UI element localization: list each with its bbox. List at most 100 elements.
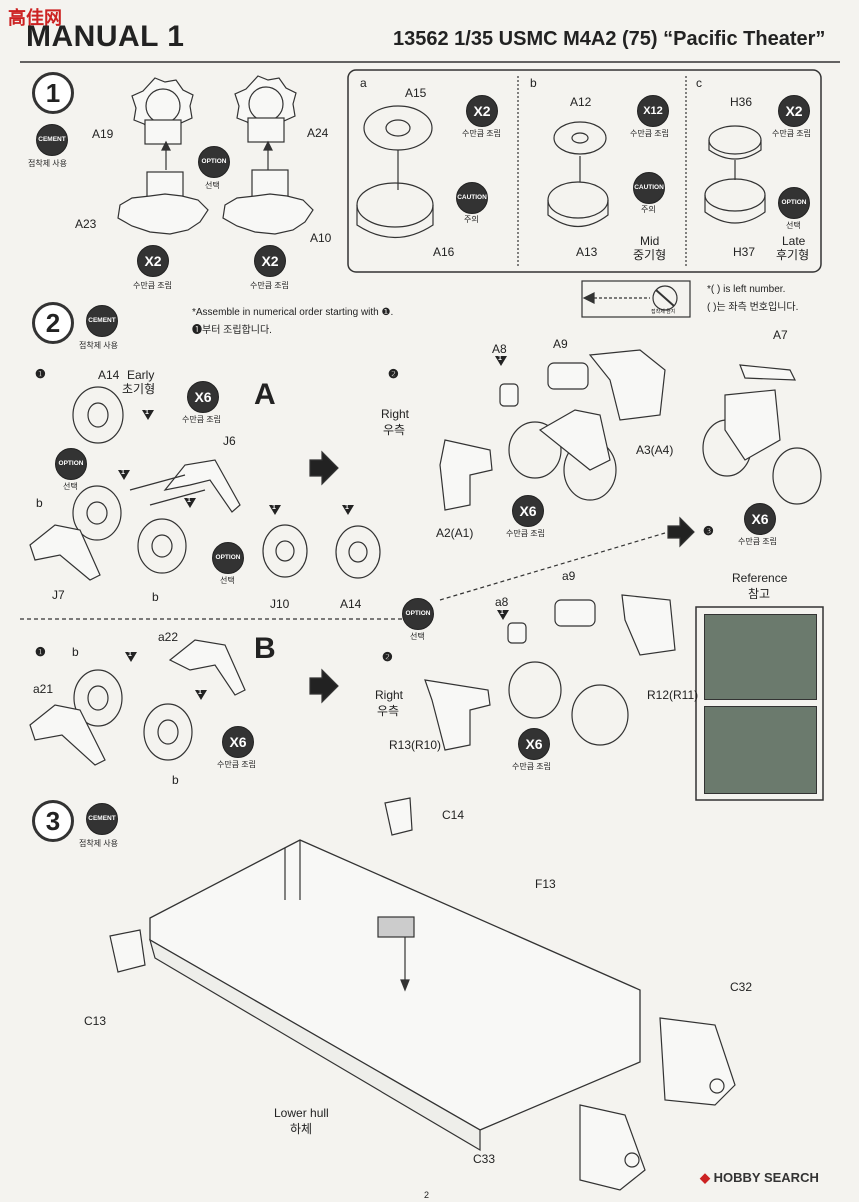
qty-x12-icon: X12 xyxy=(637,95,669,127)
right-kor-label: 우측 xyxy=(377,704,400,718)
option-label: 선택 xyxy=(205,181,220,190)
mid-kor-label: 중기형 xyxy=(633,248,667,262)
part-a14: A14 xyxy=(340,597,362,611)
order-marker-icon: 1 xyxy=(342,504,354,515)
right-kor-label: 우측 xyxy=(383,423,406,437)
order-marker-icon: 1 xyxy=(125,651,137,662)
reference-label: Reference xyxy=(732,571,788,585)
part-a22: a22 xyxy=(158,630,179,644)
sub-c-marker: c xyxy=(696,76,702,90)
substep-1: ❶ xyxy=(35,645,46,659)
part-r13-r10: R13(R10) xyxy=(389,738,442,752)
part-a10: A10 xyxy=(310,231,332,245)
qty-x6-icon: X6 xyxy=(518,728,550,760)
part-a19: A19 xyxy=(92,127,114,141)
option-label: 선택 xyxy=(410,632,425,641)
part-r12-r11: R12(R11) xyxy=(647,688,699,702)
step-2-number: 2 xyxy=(32,302,74,344)
sub-a-marker: a xyxy=(360,76,367,90)
option-icon: OPTION xyxy=(55,448,87,480)
part-a15: A15 xyxy=(405,86,427,100)
qty-label: 수만큼 조립 xyxy=(506,529,546,538)
part-h36: H36 xyxy=(730,95,753,109)
option-label: 선택 xyxy=(786,221,801,230)
option-label: 선택 xyxy=(220,576,235,585)
qty-x6-icon: X6 xyxy=(222,726,254,758)
page-number: 2 xyxy=(424,1190,430,1200)
part-c33: C33 xyxy=(473,1152,496,1166)
part-a12: A12 xyxy=(570,95,592,109)
part-a9: A9 xyxy=(553,337,568,351)
part-j7: J7 xyxy=(52,588,65,602)
part-a23: A23 xyxy=(75,217,97,231)
mid-label: Mid xyxy=(640,234,660,248)
cement-icon: CEMENT xyxy=(86,305,118,337)
qty-label: 수만큼 조립 xyxy=(182,415,222,424)
order-marker-icon: 1 xyxy=(495,355,507,366)
reference-photo-1 xyxy=(704,614,817,700)
part-a13: A13 xyxy=(576,245,598,259)
qty-label: 수만큼 조립 xyxy=(462,129,502,138)
step-3-number: 3 xyxy=(32,800,74,842)
order-marker-icon: 1 xyxy=(269,504,281,515)
to-step-3: ❸ xyxy=(703,524,714,538)
sprocket-a10 xyxy=(222,169,314,235)
option-icon: OPTION xyxy=(402,598,434,630)
qty-label: 수만큼 조립 xyxy=(133,281,173,290)
b-marker: b xyxy=(152,590,159,604)
option-label: 선택 xyxy=(63,482,78,491)
no-cement-label: 접착제 금지 xyxy=(651,309,676,315)
sprocket-a23 xyxy=(117,171,209,235)
b-marker: b xyxy=(36,496,43,510)
substep-2: ❷ xyxy=(382,650,393,664)
part-j10: J10 xyxy=(270,597,290,611)
part-a16: A16 xyxy=(433,245,455,259)
order-marker-icon: 1 xyxy=(184,497,196,508)
caution-icon: CAUTION xyxy=(633,172,665,204)
substep-1: ❶ xyxy=(35,367,46,381)
qty-x2-icon: X2 xyxy=(778,95,810,127)
order-marker-icon: 1 xyxy=(142,409,154,420)
option-icon: OPTION xyxy=(198,146,230,178)
b-marker: b xyxy=(72,645,79,659)
part-a9-b: a9 xyxy=(562,569,576,583)
early-label: Early xyxy=(127,368,155,382)
late-label: Late xyxy=(782,234,806,248)
caution-label: 주의 xyxy=(464,215,479,224)
watermark-text: HOBBY SEARCH xyxy=(713,1170,819,1185)
qty-label: 수만큼 조립 xyxy=(512,762,552,771)
sprocket-a24 xyxy=(234,75,297,143)
cement-label: 접착제 사용 xyxy=(79,839,119,848)
sprocket-a19 xyxy=(131,77,194,145)
order-marker-icon: 1 xyxy=(118,469,130,480)
order-marker-icon: 1 xyxy=(195,689,207,700)
part-a2-a1: A2(A1) xyxy=(436,526,474,540)
qty-x6-icon: X6 xyxy=(187,381,219,413)
part-c13: C13 xyxy=(84,1014,107,1028)
manual-title: MANUAL 1 xyxy=(26,20,185,53)
option-icon: OPTION xyxy=(778,187,810,219)
caution-icon: CAUTION xyxy=(456,182,488,214)
b-marker: b xyxy=(172,773,179,787)
part-c32: C32 xyxy=(730,980,753,994)
reference-kor-label: 참고 xyxy=(748,587,771,601)
variant-b-label: B xyxy=(254,632,276,665)
caution-label: 주의 xyxy=(641,205,656,214)
left-number-note: *( ) is left number. xyxy=(707,284,786,295)
early-kor-label: 초기형 xyxy=(122,382,156,396)
sub-b-marker: b xyxy=(530,76,537,90)
part-a14: A14 xyxy=(98,368,120,382)
part-h37: H37 xyxy=(733,245,756,259)
qty-x2-icon: X2 xyxy=(254,245,286,277)
qty-label: 수만큼 조립 xyxy=(630,129,670,138)
step-1-number: 1 xyxy=(32,72,74,114)
qty-label: 수만큼 조립 xyxy=(772,129,812,138)
reference-photo-2 xyxy=(704,706,817,794)
option-icon: OPTION xyxy=(212,542,244,574)
product-title: 13562 1/35 USMC M4A2 (75) “Pacific Theat… xyxy=(393,28,826,50)
order-note-kor: ❶부터 조립합니다. xyxy=(192,325,272,336)
cement-label: 접착제 사용 xyxy=(28,159,68,168)
substep-2: ❷ xyxy=(388,367,399,381)
right-label: Right xyxy=(375,688,404,702)
